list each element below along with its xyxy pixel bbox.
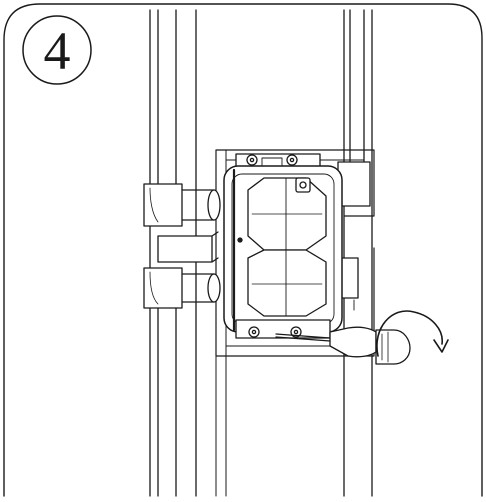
mounting-bracket-bottom bbox=[235, 319, 331, 339]
step-number: 4 bbox=[44, 21, 71, 81]
panel-frame bbox=[3, 3, 483, 497]
water-pipe-lower bbox=[143, 267, 221, 497]
pipe-crossbar bbox=[157, 231, 219, 263]
curved-arrow-icon bbox=[376, 310, 449, 357]
valve-housing bbox=[223, 165, 343, 333]
wall-panel-right bbox=[343, 9, 373, 497]
screwdriver bbox=[275, 326, 411, 365]
step-badge: 4 bbox=[22, 15, 92, 85]
wall-opening bbox=[215, 149, 375, 357]
water-pipe-upper bbox=[143, 9, 221, 227]
